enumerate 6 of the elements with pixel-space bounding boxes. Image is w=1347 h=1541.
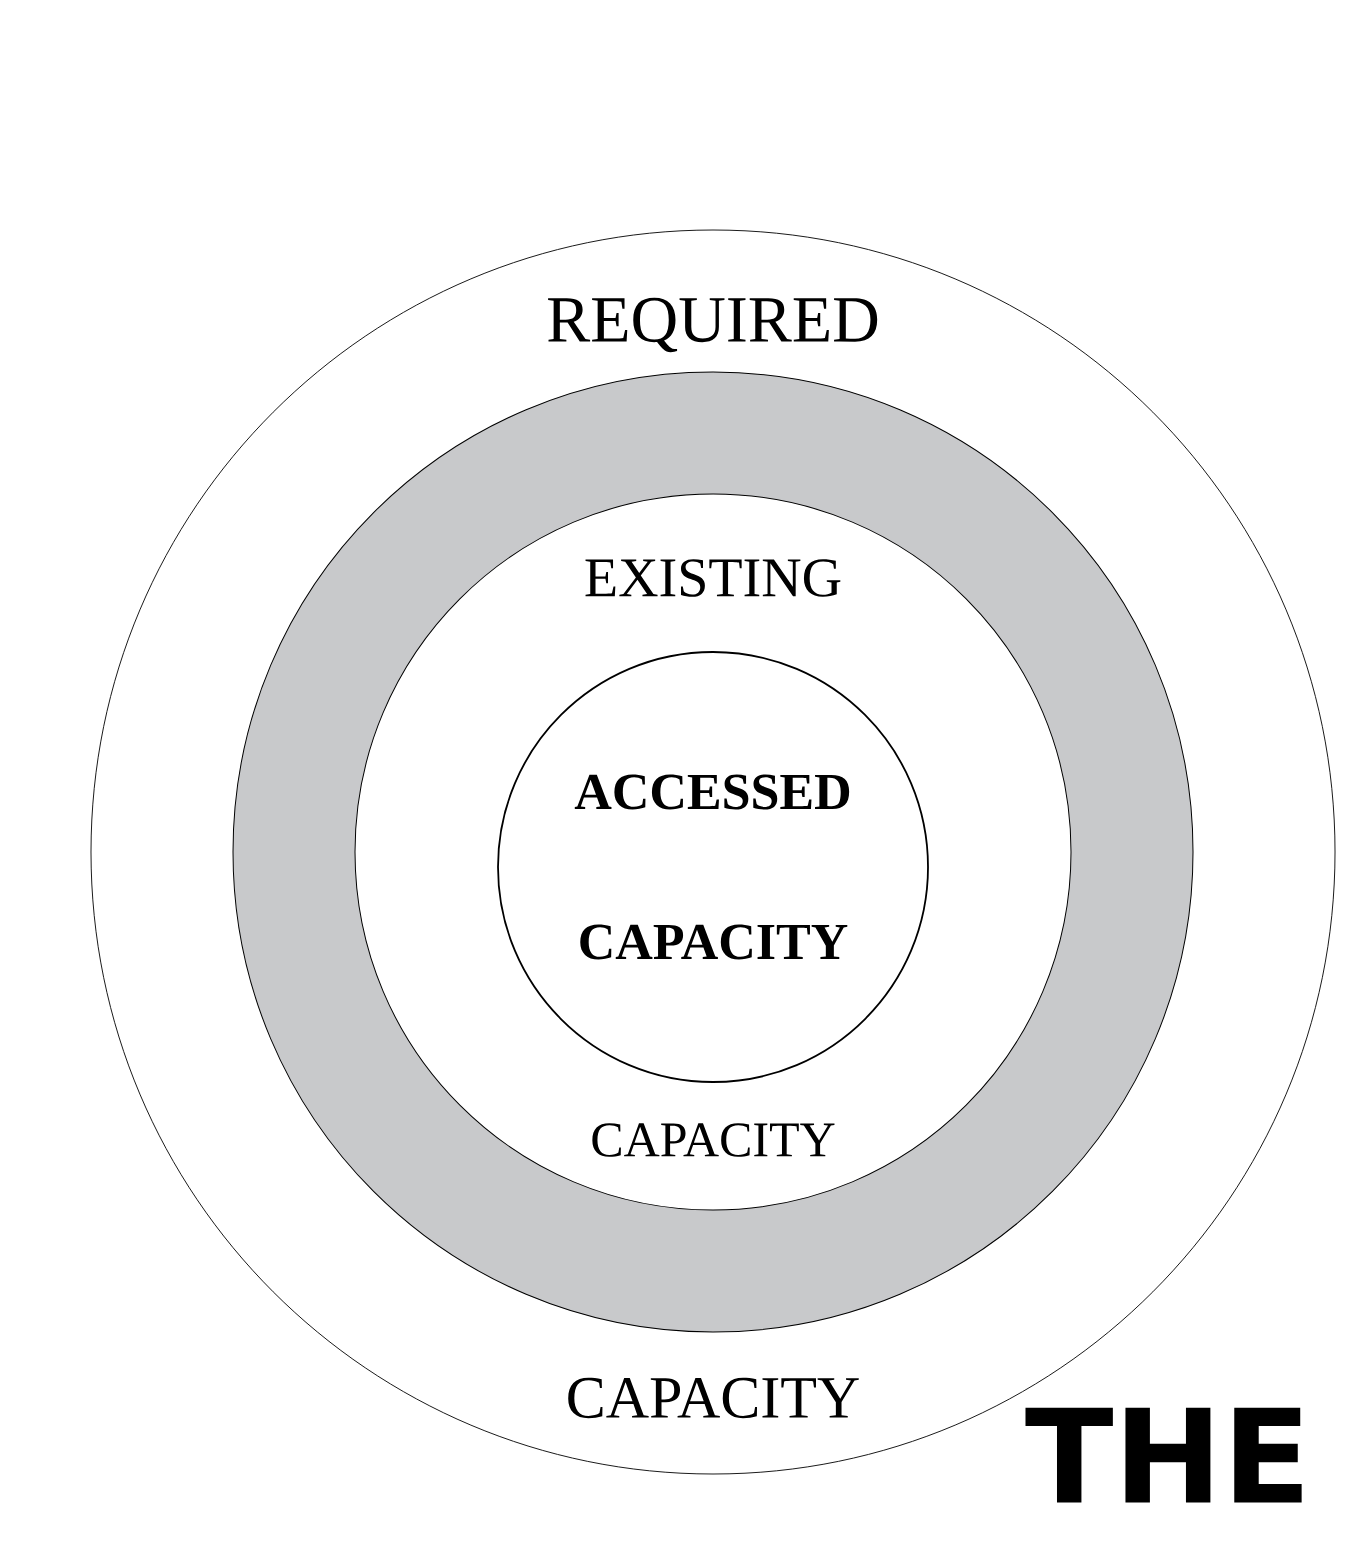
heading-fragment: THE xyxy=(1025,1407,1302,1503)
circle-label: ACCESSED CAPACITY xyxy=(574,774,850,960)
ring-label: REQUIRED xyxy=(548,297,878,353)
ring-label: CAPACITY xyxy=(592,1123,835,1157)
ring-label: EXISTING xyxy=(585,559,841,597)
ring-label: CAPACITY xyxy=(568,1377,859,1419)
